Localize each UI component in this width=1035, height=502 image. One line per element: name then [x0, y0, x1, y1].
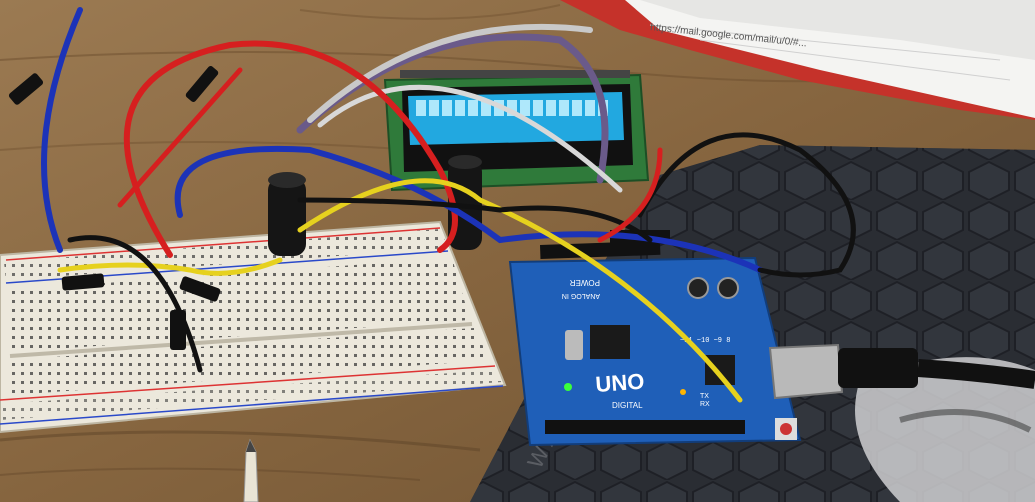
pencil	[243, 438, 259, 502]
sensor-left	[268, 172, 306, 256]
arduino-pin-label: ~11 ~10 ~9 8	[680, 337, 730, 345]
jumper-connectors	[8, 66, 221, 350]
arduino-analog-label: ANALOG IN	[562, 292, 600, 299]
arduino-board: UNO DIGITAL POWER ANALOG IN TX RX ~11 ~1…	[508, 230, 802, 447]
microcontroller-chip	[590, 325, 630, 359]
lcd-screen	[408, 92, 624, 145]
power-led	[564, 383, 572, 391]
wires	[41, 7, 856, 403]
arduino-power-label: POWER	[570, 278, 600, 287]
breadboard	[0, 220, 507, 434]
paper-sheets: https://mail.google.com/mail/u/0/#...	[560, 0, 1035, 120]
arduino-rx-label: RX	[700, 401, 710, 408]
arduino-digital-label: DIGITAL	[612, 401, 643, 410]
usb-cable	[768, 343, 1035, 400]
arduino-logo: UNO	[595, 369, 646, 397]
arduino-tx-label: TX	[700, 393, 709, 400]
